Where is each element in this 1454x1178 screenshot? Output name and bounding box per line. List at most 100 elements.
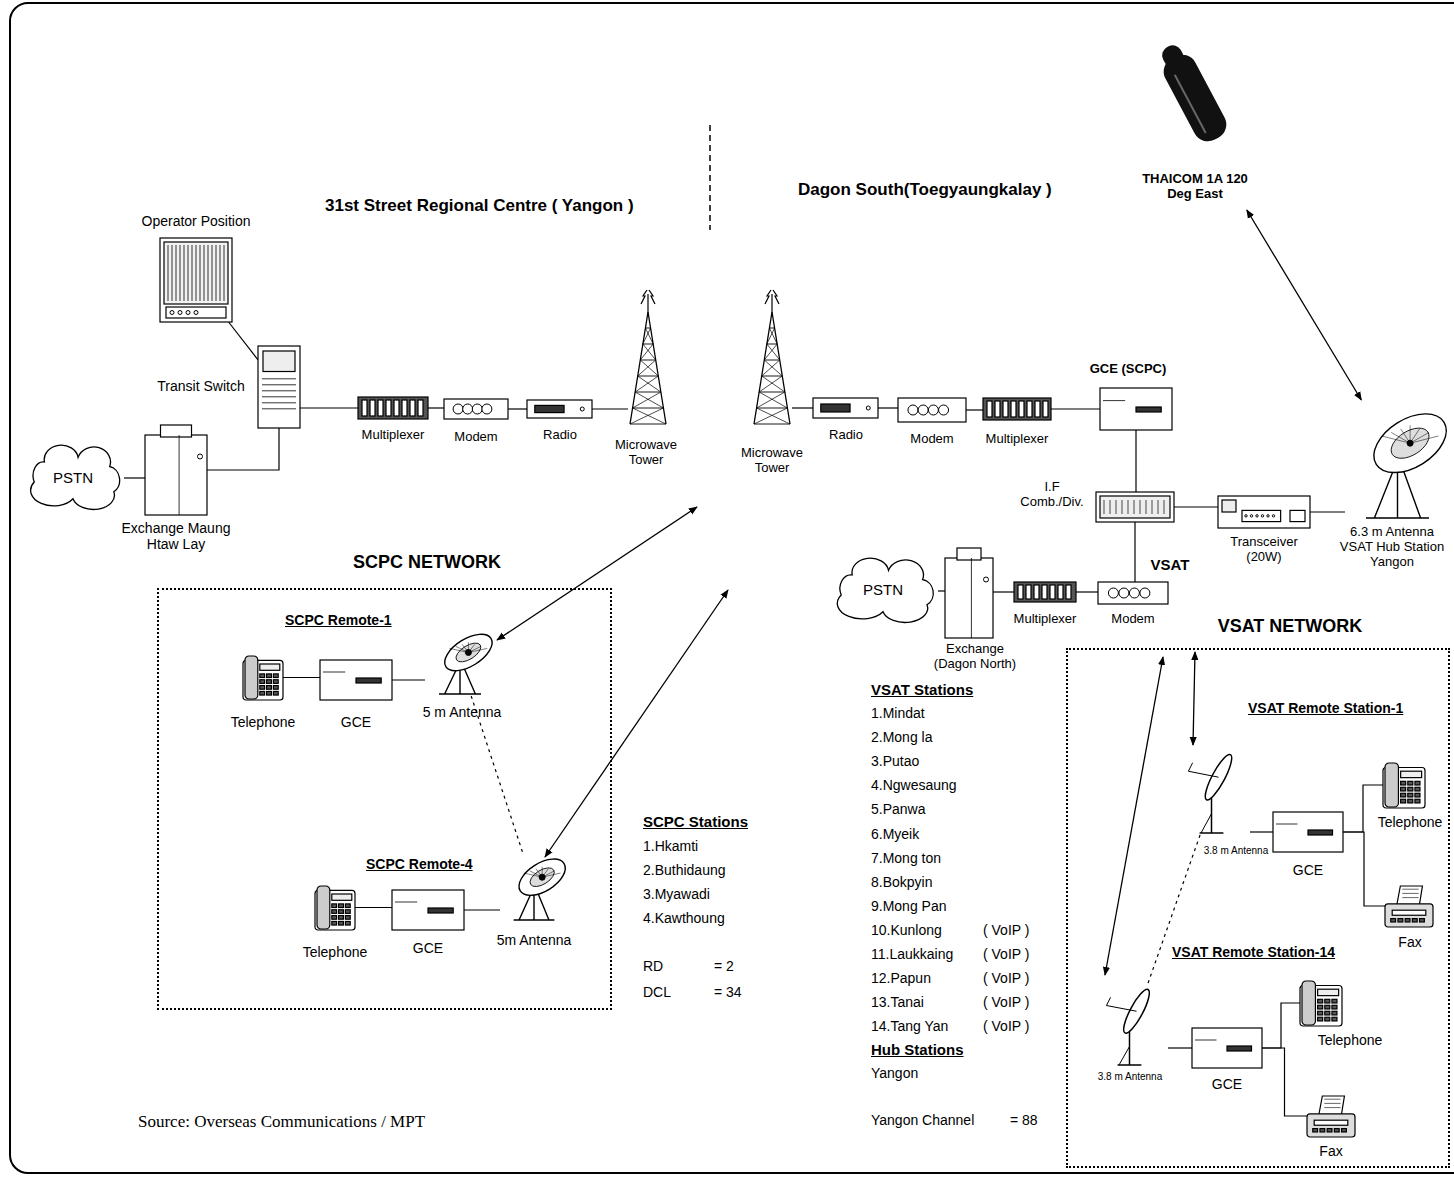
icon-part <box>1140 588 1150 598</box>
connection-line <box>1051 408 1100 409</box>
icon-part <box>1401 771 1422 777</box>
icon-part <box>1035 401 1040 417</box>
icon-part <box>1146 500 1147 514</box>
icon-part <box>773 290 779 304</box>
icon-part <box>1200 832 1224 834</box>
icon-part <box>638 376 659 377</box>
icon-part <box>1415 793 1420 797</box>
icon-part <box>1307 1114 1355 1137</box>
icon-part <box>648 312 666 424</box>
multiplexer-unit: Multiplexer <box>983 398 1051 420</box>
device-label: PSTN <box>863 581 903 598</box>
icon-part <box>332 916 337 920</box>
icon-part <box>754 424 790 425</box>
icon-part <box>1066 585 1071 599</box>
section-heading: Hub Stations <box>871 1041 964 1058</box>
icon-part <box>482 404 492 414</box>
radio-unit: Radio <box>813 398 878 418</box>
icon-part <box>362 400 367 416</box>
station-entry: 5.Panwa <box>871 801 925 817</box>
icon-part <box>198 454 203 459</box>
icon-part <box>767 328 775 344</box>
icon-part <box>262 408 296 409</box>
icon-part <box>161 425 192 437</box>
icon-part <box>1019 401 1024 417</box>
station-entry: ( VoIP ) <box>983 922 1029 938</box>
icon-part <box>643 328 651 344</box>
icon-part <box>643 344 656 360</box>
modem-unit-icon <box>444 399 508 419</box>
icon-part <box>1324 1107 1340 1108</box>
icon-part <box>212 245 213 301</box>
icon-part <box>539 874 545 880</box>
device-label: Telephone <box>1318 1032 1383 1048</box>
fax-machine: Fax <box>1385 885 1433 927</box>
device-label: GCE <box>1212 1076 1242 1092</box>
multiplexer-unit: Multiplexer <box>1014 582 1076 602</box>
icon-part <box>1324 1103 1340 1104</box>
icon-part <box>1267 515 1269 517</box>
connection-line <box>1343 785 1383 832</box>
station-entry: 1.Mindat <box>871 705 925 721</box>
icon-part <box>317 886 330 929</box>
station-entry: 3.Putao <box>871 753 919 769</box>
icon-part <box>394 400 399 416</box>
icon-part <box>1011 401 1016 417</box>
section-heading: SCPC Remote-4 <box>366 856 473 872</box>
icon-part <box>1385 904 1433 927</box>
icon-part <box>1242 510 1281 521</box>
connection-line <box>1168 1047 1192 1048</box>
icon-part <box>764 344 777 360</box>
vsat-antenna-icon <box>1180 750 1250 835</box>
device-label: Modem <box>1111 612 1154 627</box>
icon-part <box>1042 585 1047 599</box>
icon-part <box>633 408 666 424</box>
icon-part <box>759 376 782 392</box>
connection-line <box>508 408 527 409</box>
transit-switch: Transit Switch <box>258 346 300 428</box>
icon-part <box>1140 500 1141 514</box>
icon-part <box>410 400 415 416</box>
connection-line <box>1174 506 1218 507</box>
icon-part <box>1153 39 1232 147</box>
icon-part <box>821 404 850 412</box>
station-entry: 7.Mong ton <box>871 850 941 866</box>
icon-part <box>1152 500 1153 514</box>
station-entry: ( VoIP ) <box>983 946 1029 962</box>
icon-part <box>332 904 337 908</box>
icon-part <box>220 245 221 301</box>
icon-part <box>1158 500 1159 514</box>
icon-part <box>1318 989 1339 995</box>
satellite-link-arrow <box>497 507 697 640</box>
icon-part <box>273 691 278 695</box>
station-entry: 12.Papun <box>871 970 931 986</box>
device-label: 3.8 m Antenna <box>1204 845 1269 857</box>
icon-part <box>260 664 280 670</box>
icon-part <box>1408 787 1413 791</box>
device-label: Multiplexer <box>362 428 425 443</box>
gce-unit-icon <box>392 890 464 930</box>
connection-line <box>1135 430 1136 492</box>
icon-part <box>323 672 345 673</box>
microwave-tower: Microwave Tower <box>628 290 668 425</box>
icon-part <box>983 398 1051 420</box>
icon-part <box>1302 981 1315 1025</box>
icon-part <box>1392 910 1426 915</box>
icon-part <box>1415 787 1420 791</box>
vsat-antenna: 3.8 m Antenna <box>1098 985 1168 1067</box>
transit-switch-icon <box>258 346 300 428</box>
device-label: Transceiver (20W) <box>1219 535 1309 565</box>
site-title: 31st Street Regional Centre ( Yangon ) <box>325 196 634 216</box>
section-heading: SCPC Remote-1 <box>285 612 392 628</box>
icon-part <box>535 405 564 412</box>
device-label: 5 m Antenna <box>423 704 502 720</box>
icon-part <box>196 245 197 301</box>
icon-part <box>262 390 296 391</box>
page-frame <box>10 3 1454 1173</box>
connection-line <box>1262 1048 1307 1116</box>
station-entry: ( VoIP ) <box>983 970 1029 986</box>
icon-part <box>1325 1005 1330 1009</box>
microwave-tower: Microwave Tower <box>752 290 792 425</box>
icon-part <box>186 311 190 315</box>
telephone-set: Telephone <box>1300 980 1342 1026</box>
